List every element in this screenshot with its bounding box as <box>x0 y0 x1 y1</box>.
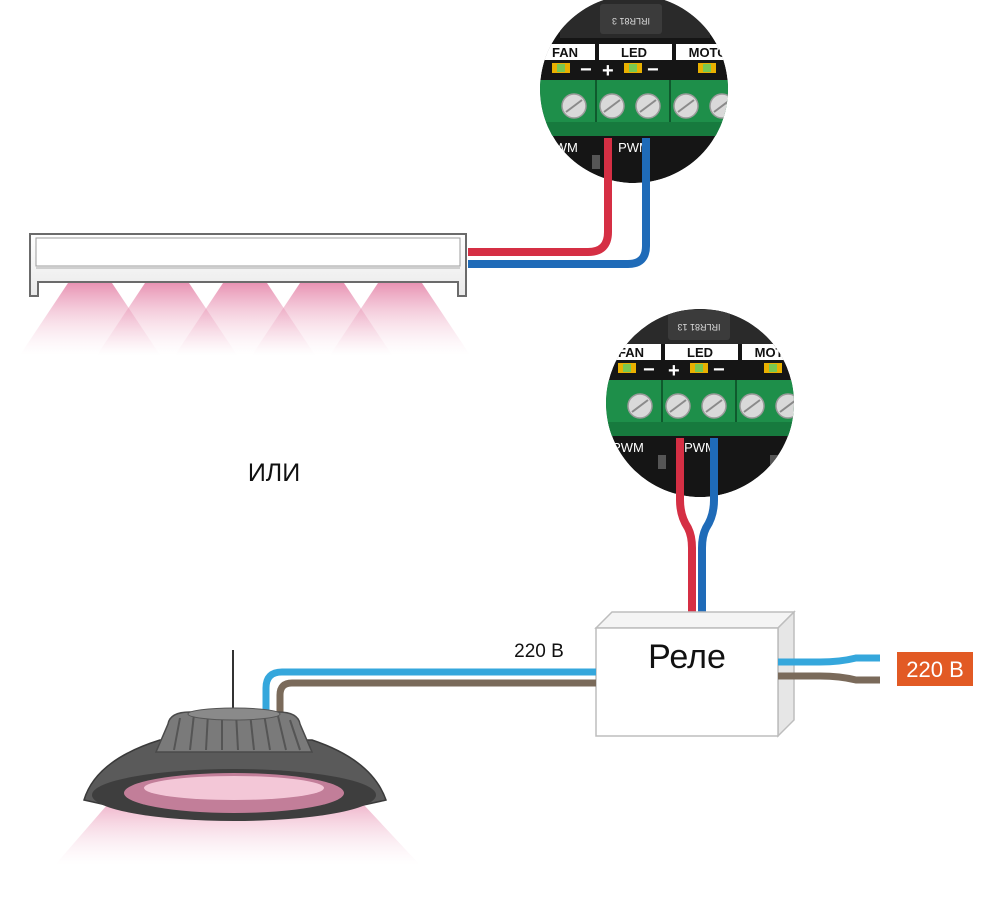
chip-label: IRLR81 13 <box>677 322 720 332</box>
wire-blue-relay-control <box>698 438 718 618</box>
chip-label: IRLR81 3 <box>612 16 650 26</box>
relay-box: Реле <box>594 610 796 738</box>
led-label: LED <box>687 345 713 360</box>
led-strip-light <box>20 233 470 355</box>
mosfet-chip <box>668 310 730 340</box>
wire-red-relay-control <box>676 438 696 618</box>
lamp-voltage-label: 220 В <box>514 641 564 662</box>
led-glow <box>20 280 470 355</box>
wire-lamp-blue <box>262 668 596 714</box>
fan-label: FAN <box>552 45 578 60</box>
mains-voltage-label: 220 В <box>906 657 964 682</box>
motor-label: MOTO <box>755 345 794 360</box>
pwm-label-fan: PWM <box>546 140 578 155</box>
led-plus-sign: + <box>602 60 614 82</box>
mains-voltage-badge: 220 В <box>897 652 973 686</box>
wire-mains-brown <box>778 672 880 684</box>
mosfet-chip <box>600 4 662 34</box>
fan-label: FAN <box>618 345 644 360</box>
led-minus-sign: − <box>713 359 725 381</box>
relay-label: Реле <box>648 638 726 676</box>
or-label: ИЛИ <box>248 459 300 487</box>
pwm-label-fan: PWM <box>612 440 644 455</box>
pwm-label-led: PWM <box>684 440 716 455</box>
led-label: LED <box>621 45 647 60</box>
high-bay-lamp <box>55 650 420 865</box>
wire-lamp-brown <box>276 679 596 716</box>
fan-minus-sign: − <box>580 59 592 81</box>
led-plus-sign: + <box>668 360 680 382</box>
controller-board-bottom: IRLR81 13 FAN LED MOTO − + − PWM <box>606 309 794 497</box>
led-minus-sign: − <box>647 59 659 81</box>
wire-blue-negative <box>468 138 650 268</box>
wire-mains-blue <box>778 654 880 666</box>
pwm-label-led: PWM <box>618 140 650 155</box>
controller-board-top: IRLR81 3 FAN LED MOTO − + − <box>540 0 728 183</box>
fan-minus-sign: − <box>643 359 655 381</box>
motor-label: MOTO <box>689 45 728 60</box>
wire-red-positive <box>468 138 612 256</box>
